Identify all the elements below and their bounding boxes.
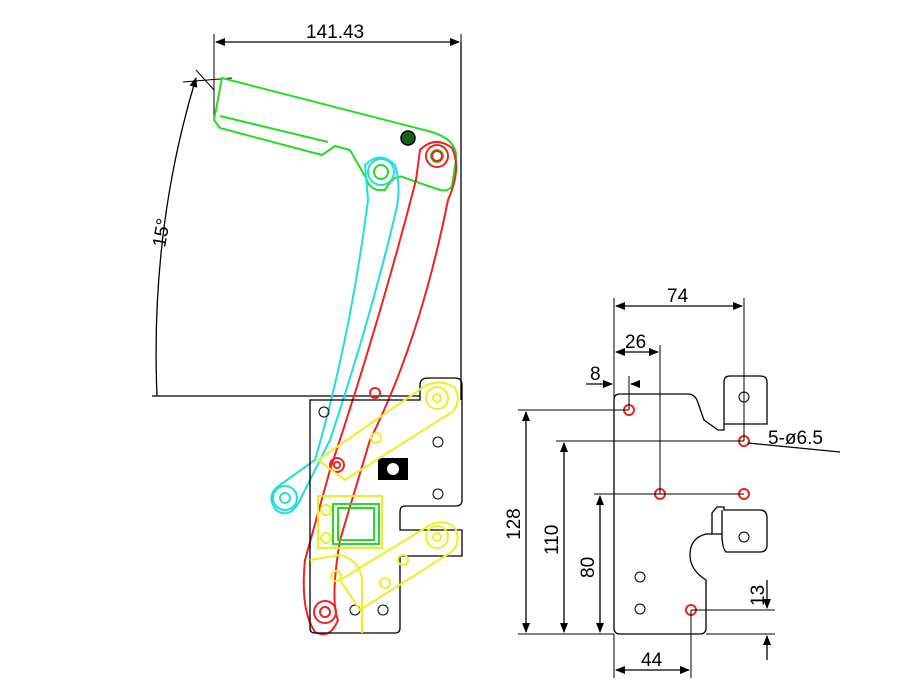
dim-80-label: 80	[578, 557, 599, 578]
dim-8-label: 8	[590, 364, 601, 385]
angle-dimension-label: 15°	[149, 217, 175, 249]
hole-callout-label: 5-ø6.5	[768, 428, 823, 449]
dim-110-label: 110	[542, 525, 563, 555]
green-lever-arm	[212, 76, 458, 192]
dim-13-label: 13	[748, 585, 769, 606]
dim-128-label: 128	[504, 508, 525, 540]
pivot-hole	[373, 164, 389, 180]
width-dimension: 141.43	[213, 22, 462, 400]
width-dimension-label: 141.43	[306, 22, 364, 43]
plate-outline	[613, 375, 768, 635]
mounting-plate	[309, 377, 463, 634]
dim-26-label: 26	[625, 332, 646, 353]
dim-44-label: 44	[641, 650, 663, 671]
dim-74-label: 74	[667, 286, 689, 307]
red-link	[302, 141, 458, 636]
left-view: 141.43 15°	[149, 22, 463, 636]
pivot-hole	[400, 130, 416, 146]
yellow-brackets	[309, 381, 459, 633]
cyan-link	[270, 156, 400, 515]
angle-dimension: 15°	[149, 69, 233, 397]
green-square	[332, 503, 380, 545]
right-view: 74 26 8 128 110 80 44 13	[504, 286, 841, 678]
